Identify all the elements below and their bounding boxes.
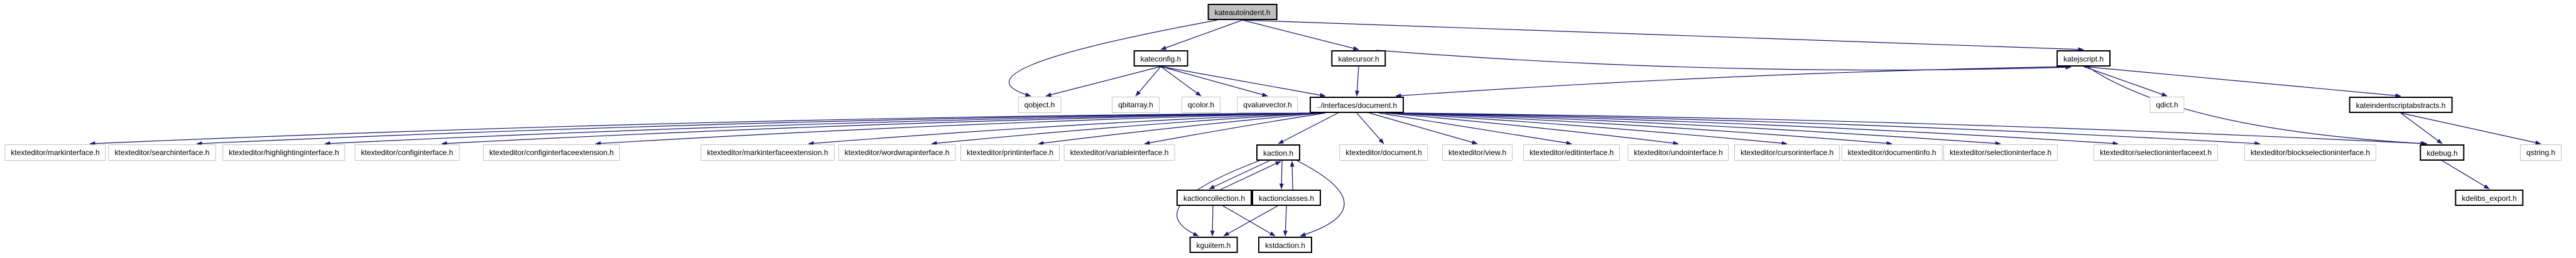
- graph-node-qstring: qstring.h: [2519, 144, 2562, 161]
- edge-ifacedocument-to-selectioninterfaceext: [1398, 112, 2119, 146]
- edge-kdebug-to-kdelibs_export: [2442, 160, 2490, 190]
- edge-katejscript-to-kdebug: [2087, 66, 2428, 146]
- graph-node-katecursor[interactable]: katecursor.h: [1331, 50, 1386, 67]
- graph-node-kstdaction[interactable]: kstdaction.h: [1258, 237, 1313, 253]
- edge-ifacedocument-to-documentinfo: [1393, 112, 1893, 146]
- edge-kactioncollection-to-kaction: [1220, 161, 1281, 190]
- edge-ifacedocument-to-searchinterface: [196, 112, 1320, 146]
- edge-kactionclasses-to-kguiitem: [1223, 205, 1278, 237]
- graph-node-kdelibs_export[interactable]: kdelibs_export.h: [2455, 190, 2524, 206]
- graph-node-blockselectioninterface: ktexteditor/blockselectioninterface.h: [2244, 144, 2377, 161]
- edge-kateautoindent-to-katejscript: [1242, 19, 2084, 52]
- graph-node-configinterfaceextension: ktexteditor/configinterfaceextension.h: [482, 144, 621, 161]
- graph-node-kguiitem[interactable]: kguiitem.h: [1189, 237, 1238, 253]
- graph-node-variableinterface: ktexteditor/variableinterface.h: [1063, 144, 1175, 161]
- graph-node-kactioncollection[interactable]: kactioncollection.h: [1176, 190, 1253, 206]
- edge-katejscript-to-ifacedocument: [1395, 66, 2072, 98]
- graph-node-kateautoindent: kateautoindent.h: [1207, 4, 1278, 20]
- edge-ifacedocument-to-markinterface: [89, 112, 1320, 146]
- edge-ifacedocument-to-kaction: [1278, 112, 1339, 144]
- edge-kateconfig-to-ifacedocument: [1160, 66, 1326, 97]
- edge-kactionclasses-to-kstdaction: [1283, 205, 1288, 237]
- graph-node-selectioninterfaceext: ktexteditor/selectioninterfaceext.h: [2093, 144, 2219, 161]
- edge-kateindentscriptabstracts-to-qstring: [2400, 112, 2541, 145]
- graph-node-qobject: qobject.h: [1018, 97, 1062, 113]
- edge-kaction-to-kstdaction: [1296, 160, 1345, 237]
- edge-ifacedocument-to-ktedocument: [1356, 112, 1384, 144]
- graph-node-undointerface: ktexteditor/undointerface.h: [1628, 144, 1729, 161]
- graph-node-configinterface: ktexteditor/configinterface.h: [354, 144, 460, 161]
- edge-kateautoindent-to-katecursor: [1242, 19, 1359, 51]
- graph-node-printinterface: ktexteditor/printinterface.h: [960, 144, 1060, 161]
- edge-ifacedocument-to-cursorinterface: [1389, 112, 1788, 146]
- edge-kateautoindent-to-qobject: [1009, 19, 1218, 97]
- graph-node-editinterface: ktexteditor/editinterface.h: [1523, 144, 1621, 161]
- edge-ifacedocument-to-wordwrapinterface: [931, 112, 1320, 146]
- edge-kateconfig-to-qobject: [1045, 66, 1161, 97]
- graph-node-documentinfo: ktexteditor/documentinfo.h: [1841, 144, 1943, 161]
- graph-node-markinterface: ktexteditor/markinterface.h: [4, 144, 106, 161]
- edge-kateconfig-to-qbitarray: [1135, 66, 1161, 97]
- edge-ifacedocument-to-configinterfaceextension: [595, 112, 1320, 146]
- graph-node-highlightinginterface: ktexteditor/highlightinginterface.h: [222, 144, 345, 161]
- edge-kateindentscriptabstracts-to-kdebug: [2400, 112, 2443, 144]
- graph-node-qvaluevector: qvaluevector.h: [1237, 97, 1298, 113]
- edge-ifacedocument-to-kteview: [1369, 112, 1478, 145]
- graph-node-qbitarray: qbitarray.h: [1112, 97, 1160, 113]
- edge-kactioncollection-to-kguiitem: [1210, 205, 1215, 237]
- graph-node-cursorinterface: ktexteditor/cursorinterface.h: [1734, 144, 1840, 161]
- graph-node-qcolor: qcolor.h: [1181, 97, 1221, 113]
- edge-kaction-to-kactioncollection: [1209, 160, 1270, 190]
- edge-ifacedocument-to-undointerface: [1384, 112, 1679, 146]
- graph-node-ifacedocument[interactable]: ../interfaces/document.h: [1309, 97, 1405, 113]
- edge-katecursor-to-katejscript: [1376, 50, 2072, 71]
- edge-ifacedocument-to-selectioninterface: [1395, 112, 2001, 146]
- edge-ifacedocument-to-highlightinginterface: [324, 112, 1320, 146]
- edge-ifacedocument-to-kdebug: [1400, 112, 2427, 146]
- edge-katejscript-to-kateindentscriptabstracts: [2083, 66, 2401, 98]
- graph-node-markinterfaceextension: ktexteditor/markinterfaceextension.h: [700, 144, 835, 161]
- edge-ifacedocument-to-editinterface: [1378, 112, 1572, 146]
- edge-katecursor-to-ifacedocument: [1355, 66, 1360, 97]
- graph-node-qdict: qdict.h: [2149, 97, 2185, 113]
- edge-kateconfig-to-qcolor: [1160, 66, 1202, 97]
- edge-kactionclasses-to-kaction: [1290, 161, 1295, 190]
- graph-node-kateconfig[interactable]: kateconfig.h: [1133, 50, 1188, 67]
- graph-node-searchinterface: ktexteditor/searchinterface.h: [108, 144, 216, 161]
- edge-kateconfig-to-qvaluevector: [1160, 66, 1268, 97]
- graph-node-kdebug[interactable]: kdebug.h: [2420, 144, 2465, 161]
- graph-node-wordwrapinterface: ktexteditor/wordwrapinterface.h: [838, 144, 956, 161]
- graph-node-ktedocument: ktexteditor/document.h: [1339, 144, 1428, 161]
- edge-ifacedocument-to-blockselectioninterface: [1399, 112, 2261, 146]
- edge-ifacedocument-to-markinterfaceextension: [808, 112, 1320, 146]
- edge-katejscript-to-qdict: [2083, 66, 2168, 97]
- graph-node-katejscript[interactable]: katejscript.h: [2056, 50, 2111, 67]
- graph-node-kactionclasses[interactable]: kactionclasses.h: [1251, 190, 1322, 206]
- edge-ifacedocument-to-configinterface: [441, 112, 1320, 146]
- graph-node-kateindentscriptabstracts[interactable]: kateindentscriptabstracts.h: [2349, 97, 2453, 113]
- graph-node-kteview: ktexteditor/view.h: [1442, 144, 1513, 161]
- edge-ifacedocument-to-printinterface: [1038, 112, 1323, 146]
- edge-kactioncollection-to-kstdaction: [1222, 205, 1276, 237]
- edge-kaction-to-kactionclasses: [1279, 160, 1284, 190]
- edge-ifacedocument-to-variableinterface: [1144, 112, 1326, 145]
- graph-node-kaction[interactable]: kaction.h: [1256, 144, 1301, 161]
- graph-node-selectioninterface: ktexteditor/selectioninterface.h: [1943, 144, 2058, 161]
- edge-kateautoindent-to-kateconfig: [1160, 19, 1243, 50]
